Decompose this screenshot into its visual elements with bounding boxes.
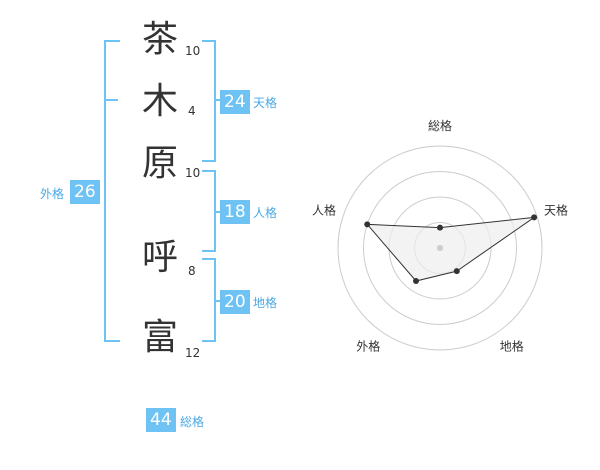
jinkaku-score: 18 <box>220 200 250 224</box>
radar-ring-4 <box>337 145 543 351</box>
radar-axis-label-3: 外格 <box>356 339 380 354</box>
radar-point-1 <box>531 214 538 221</box>
radar-axis-label-0: 総格 <box>428 118 452 133</box>
tenkaku-score: 24 <box>220 90 250 114</box>
chikaku-label: 地格 <box>253 296 278 310</box>
radar-point-2 <box>453 268 460 275</box>
radar-point-0 <box>437 224 443 231</box>
tenkaku-bracket <box>202 40 216 162</box>
radar-axis-label-2: 地格 <box>500 339 524 354</box>
jinkaku-label: 人格 <box>253 206 278 220</box>
char-4-strokes: 8 <box>188 264 196 278</box>
soukaku-label: 総格 <box>180 415 205 429</box>
tenkaku-label: 天格 <box>253 96 278 110</box>
char-3: 原 <box>142 143 179 184</box>
soukaku-score: 44 <box>146 408 176 432</box>
radar-polygon <box>366 216 535 282</box>
char-5-strokes: 12 <box>185 346 201 360</box>
chikaku-score: 20 <box>220 290 250 314</box>
radar-point-3 <box>413 278 420 285</box>
char-4: 呼 <box>142 237 179 278</box>
char-1: 茶 <box>142 19 179 60</box>
tenkaku-bracket-tick <box>214 99 220 101</box>
char-2-strokes: 4 <box>188 104 196 118</box>
char-3-strokes: 10 <box>185 166 201 180</box>
jinkaku-bracket-tick <box>214 211 220 213</box>
radar-axis-label-1: 天格 <box>544 202 568 217</box>
char-5: 富 <box>142 317 179 358</box>
radar-axis-label-4: 人格 <box>312 202 336 217</box>
gaikaku-score: 26 <box>70 180 100 204</box>
radar-ring-3 <box>363 171 517 325</box>
char-2: 木 <box>142 81 179 122</box>
radar-center <box>437 245 443 251</box>
char-1-strokes: 10 <box>185 44 201 58</box>
gaikaku-bracket-tick <box>106 99 118 101</box>
radar-point-4 <box>364 221 371 228</box>
chikaku-bracket-tick <box>214 300 220 302</box>
gaikaku-bracket <box>104 40 120 342</box>
gaikaku-label: 外格 <box>40 187 65 201</box>
